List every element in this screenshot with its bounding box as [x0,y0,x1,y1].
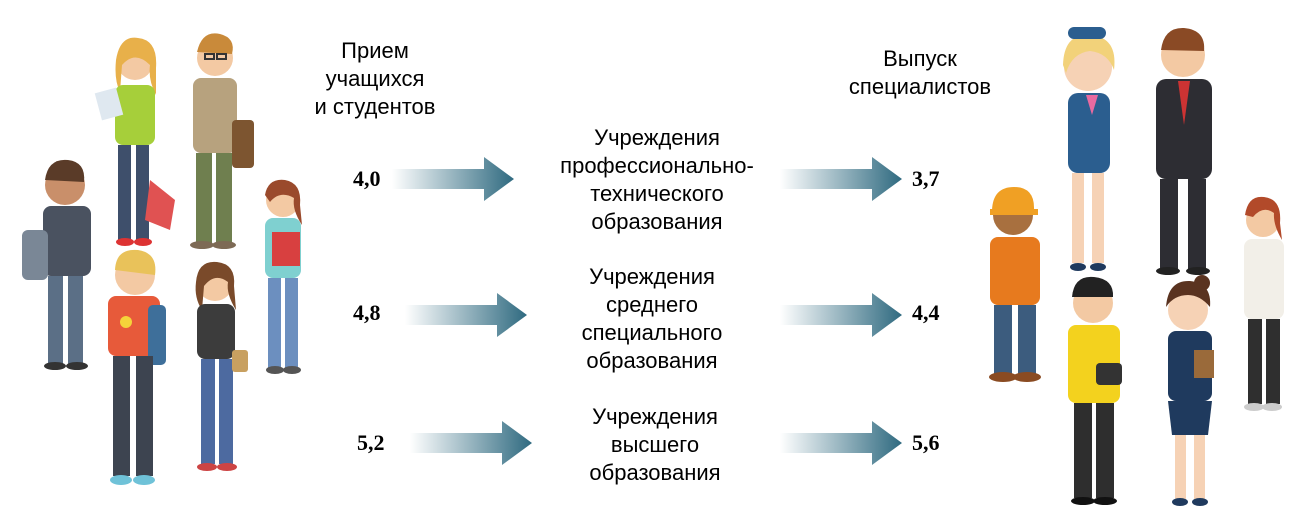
institution-row-1-line-3: технического [590,181,724,206]
students-group-illustration [22,33,302,485]
student-figure-1 [94,37,175,246]
arrow-output-row-1 [780,157,902,201]
output-value-row-1: 3,7 [912,166,940,191]
professional-figure-4 [1244,196,1284,411]
institution-row-3-line-1: Учреждения [592,404,718,429]
institution-row-1-line-2: профессионально- [560,153,754,178]
institution-row-2-line-1: Учреждения [589,264,715,289]
arrow-intake-row-2 [405,293,527,337]
professionals-group-illustration [989,27,1284,506]
professional-figure-6 [1166,275,1214,506]
output-value-row-2: 4,4 [912,300,940,325]
student-figure-2 [190,33,254,249]
student-figure-3 [22,159,91,370]
output-heading-line-2: специалистов [848,74,992,99]
arrow-output-row-2 [780,293,902,337]
output-heading: Выпуск специалистов [830,45,1010,101]
institution-row-3-line-2: высшего [610,432,700,457]
student-figure-6 [195,261,248,471]
intake-value-row-1: 4,0 [353,166,381,191]
arrow-intake-row-1 [392,157,514,201]
intake-heading-line-1: Прием [341,38,409,63]
student-figure-4 [265,179,302,374]
arrow-intake-row-3 [410,421,532,465]
institution-row-1-line-1: Учреждения [594,125,720,150]
intake-heading-line-3: и студентов [314,94,436,119]
output-heading-line-1: Выпуск [883,46,957,71]
arrow-output-row-3 [780,421,902,465]
student-figure-5 [108,249,166,485]
intake-heading: Прием учащихся и студентов [300,37,450,121]
institution-row-3-line-3: образования [589,460,721,485]
institution-row-3: Учреждения высшего образования [535,403,775,487]
intake-value-row-2: 4,8 [353,300,381,325]
professional-figure-2 [1156,27,1212,275]
professional-figure-5 [1068,276,1122,505]
professional-figure-3 [989,187,1041,382]
institution-row-2-line-2: среднего [606,292,698,317]
intake-heading-line-2: учащихся [325,66,425,91]
institution-row-2-line-3: специального [581,320,723,345]
institution-row-2: Учреждения среднего специального образов… [532,263,772,375]
institution-row-2-line-4: образования [586,348,718,373]
professional-figure-1 [1063,27,1115,271]
institution-row-1-line-4: образования [591,209,723,234]
institution-row-1: Учреждения профессионально- технического… [537,124,777,236]
output-value-row-3: 5,6 [912,430,940,455]
intake-value-row-3: 5,2 [357,430,385,455]
